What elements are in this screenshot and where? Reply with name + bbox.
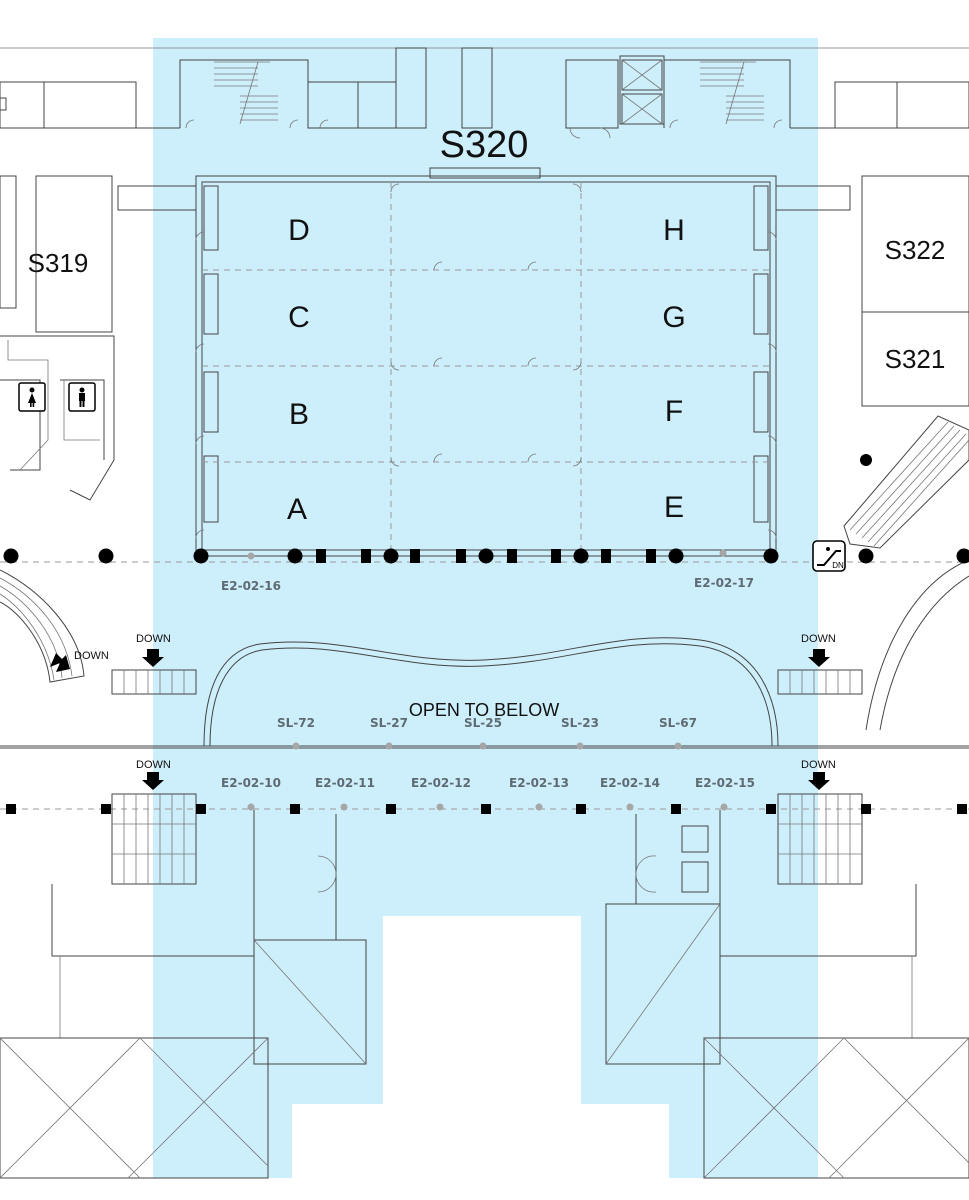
west-curved-stair — [0, 569, 85, 683]
section-c-label[interactable]: C — [288, 301, 310, 334]
entrance-label-lower[interactable]: E2-02-13 — [509, 776, 569, 790]
entrance-label-upper[interactable]: E2-02-16 — [221, 579, 281, 593]
entrance-markers — [247, 549, 728, 811]
entrance-label-lower[interactable]: E2-02-11 — [315, 776, 375, 790]
section-g-label[interactable]: G — [662, 301, 685, 334]
escalator-down-icon: DN — [812, 540, 846, 572]
skylight-label: SL-25 — [464, 716, 502, 730]
entrance-label-lower[interactable]: E2-02-15 — [695, 776, 755, 790]
top-building-edge — [0, 47, 969, 139]
entrance-label-lower[interactable]: E2-02-12 — [411, 776, 471, 790]
section-e-label[interactable]: E — [664, 491, 684, 524]
escalator-badge-label: DN — [832, 561, 844, 570]
skylight-label: SL-72 — [277, 716, 315, 730]
men-restroom-icon — [68, 382, 96, 412]
section-b-label[interactable]: B — [289, 398, 309, 431]
stair-down-label-left-curve: DOWN — [74, 650, 109, 662]
down-arrow-icon — [50, 649, 830, 790]
skylight-label: SL-23 — [561, 716, 599, 730]
room-s320-label[interactable]: S320 — [440, 124, 529, 166]
entrance-label-lower[interactable]: E2-02-14 — [600, 776, 660, 790]
stair-down-label-right-lower: DOWN — [801, 759, 836, 771]
entrance-label-lower[interactable]: E2-02-10 — [221, 776, 281, 790]
west-rooms — [0, 175, 115, 501]
east-rooms — [861, 175, 969, 407]
room-s319-label[interactable]: S319 — [28, 248, 89, 278]
skylight-label: SL-27 — [370, 716, 408, 730]
s320-highlight[interactable] — [153, 38, 818, 1178]
east-escalator — [843, 415, 969, 549]
structural-columns — [3, 454, 969, 814]
lower-stairs — [111, 669, 863, 885]
entrance-label-upper[interactable]: E2-02-17 — [694, 576, 754, 590]
room-s322-label[interactable]: S322 — [885, 235, 946, 265]
room-s321-label[interactable]: S321 — [885, 344, 946, 374]
section-d-label[interactable]: D — [288, 214, 310, 247]
stair-down-label-left-upper: DOWN — [136, 633, 171, 645]
open-to-below-label: OPEN TO BELOW — [409, 700, 559, 720]
skylight-label: SL-67 — [659, 716, 697, 730]
lower-structure — [0, 810, 969, 1179]
east-curved-edge — [865, 559, 969, 731]
section-a-label[interactable]: A — [287, 493, 307, 526]
stair-down-label-left-lower: DOWN — [136, 759, 171, 771]
section-f-label[interactable]: F — [665, 395, 683, 428]
women-restroom-icon — [18, 382, 46, 412]
section-h-label[interactable]: H — [663, 214, 685, 247]
stair-down-label-right-upper: DOWN — [801, 633, 836, 645]
